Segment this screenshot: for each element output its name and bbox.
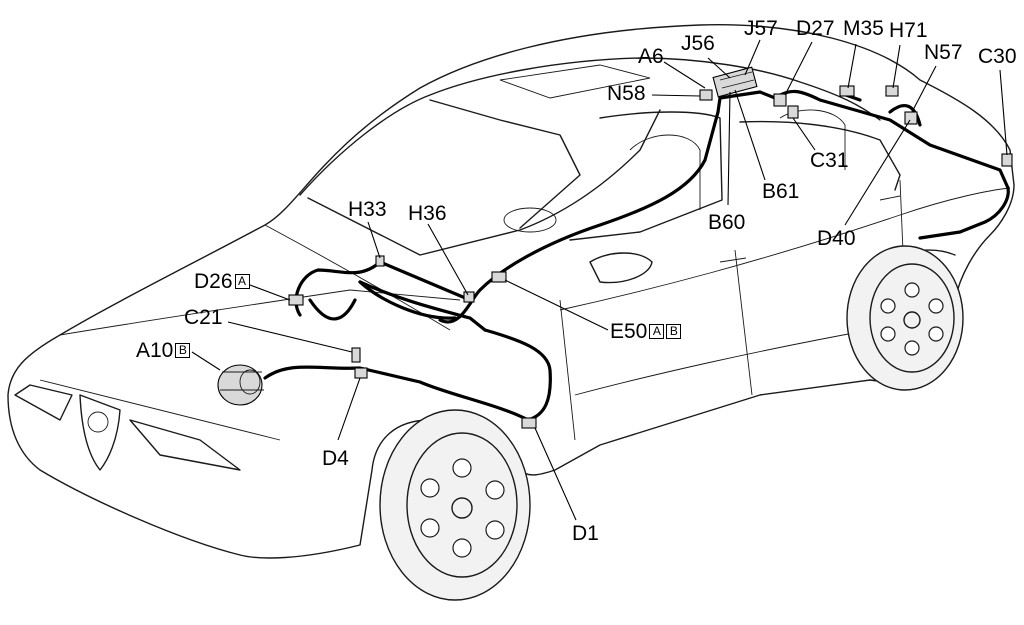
connector-m35 (839, 85, 855, 97)
connector-h36 (463, 291, 475, 303)
label-n58: N58 (607, 82, 646, 105)
front-wheel (379, 409, 531, 601)
connector-d1 (521, 417, 537, 429)
label-h71: H71 (889, 19, 928, 42)
alternator-a10 (217, 364, 264, 406)
connector-h33 (375, 255, 385, 267)
label-h36: H36 (408, 202, 447, 225)
label-d1: D1 (572, 522, 599, 545)
connector-h71 (885, 85, 899, 97)
badge-b: B (175, 343, 191, 358)
connector-d26 (288, 294, 304, 306)
junction-box-j56-j57 (712, 66, 758, 98)
label-j57: J57 (744, 17, 778, 40)
label-n57: N57 (924, 41, 963, 64)
label-d40: D40 (817, 227, 856, 250)
connector-d27 (773, 93, 787, 107)
label-c21: C21 (184, 306, 223, 329)
label-c30: C30 (978, 45, 1017, 68)
connector-e50 (491, 271, 507, 283)
label-b61: B61 (762, 180, 800, 203)
label-h33: H33 (348, 198, 387, 221)
label-m35: M35 (843, 17, 884, 40)
label-d4: D4 (322, 447, 349, 470)
leader-lines (191, 39, 1008, 521)
label-j56: J56 (681, 32, 715, 55)
badge-a: A (649, 324, 665, 339)
connector-a6 (699, 89, 713, 101)
badge-b: B (666, 324, 682, 339)
label-a6: A6 (638, 45, 664, 68)
rear-wheel (846, 245, 964, 391)
connector-d4 (354, 367, 368, 379)
connector-c31 (787, 105, 799, 119)
label-d27: D27 (796, 17, 835, 40)
label-c31: C31 (810, 149, 849, 172)
badge-a: A (234, 274, 250, 289)
label-b60: B60 (708, 211, 746, 234)
connector-n57 (904, 111, 918, 125)
connector-c21 (351, 347, 361, 363)
car-body (7, 24, 1015, 559)
connector-c30 (1001, 153, 1013, 167)
